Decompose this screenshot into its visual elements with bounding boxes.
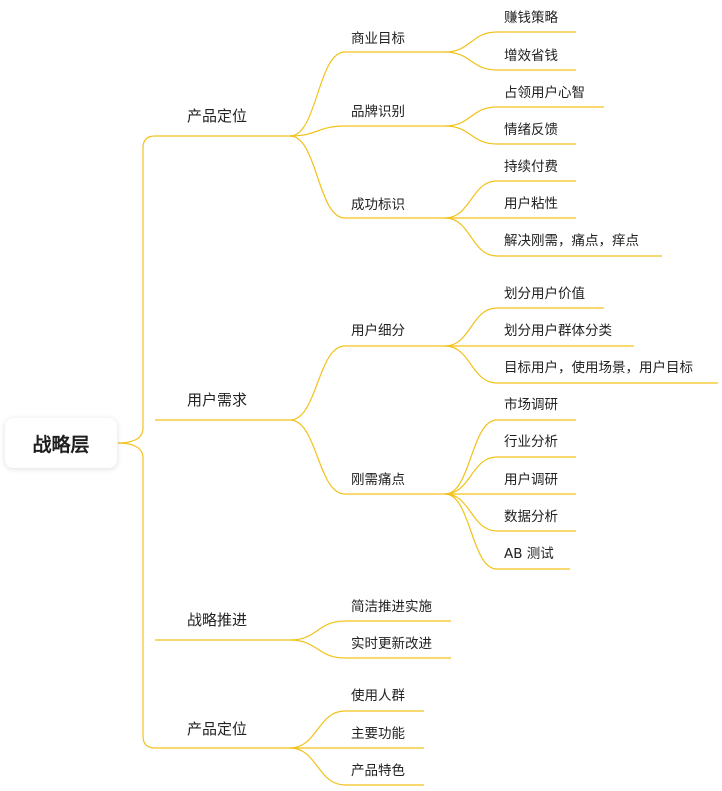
subtopic-connector [444, 493, 498, 532]
topic-connector [289, 125, 346, 137]
topic-label[interactable]: 用户细分 [351, 323, 405, 339]
subtopic-label[interactable]: 划分用户群体分类 [504, 323, 612, 339]
subtopic-label[interactable]: 占领用户心智 [504, 85, 585, 101]
topic-connector [289, 639, 346, 659]
topic-label[interactable]: 品牌识别 [351, 104, 405, 120]
branch-label[interactable]: 产品定位 [187, 107, 248, 125]
topic-label[interactable]: 刚需痛点 [351, 472, 405, 488]
subtopic-connector [444, 125, 498, 145]
topic-connector [289, 135, 346, 219]
subtopic-label[interactable]: 行业分析 [504, 434, 558, 450]
topic-connector [289, 51, 346, 137]
subtopic-label[interactable]: 赚钱策略 [504, 10, 558, 26]
subtopic-connector [444, 51, 498, 71]
subtopic-label[interactable]: 数据分析 [504, 509, 558, 525]
branch-label[interactable]: 战略推进 [187, 611, 248, 629]
root-bracket-lower [117, 442, 156, 749]
branch-label[interactable]: 产品定位 [187, 720, 248, 738]
subtopic-connector [444, 419, 498, 495]
subtopic-label[interactable]: 目标用户，使用场景，用户目标 [504, 360, 693, 376]
subtopic-label[interactable]: 用户粘性 [504, 196, 558, 212]
subtopic-label[interactable]: 用户调研 [504, 472, 558, 488]
topic-label[interactable]: 主要功能 [351, 726, 405, 742]
subtopic-label[interactable]: 市场调研 [504, 397, 558, 413]
topic-label[interactable]: 实时更新改进 [351, 636, 432, 652]
subtopic-connector [444, 217, 498, 257]
subtopic-label[interactable]: 划分用户价值 [504, 286, 585, 302]
subtopic-label[interactable]: 持续付费 [504, 159, 558, 175]
subtopic-label[interactable]: 情绪反馈 [504, 122, 558, 138]
subtopic-connector [444, 307, 498, 347]
subtopic-connector [444, 345, 498, 384]
subtopic-label[interactable]: 增效省钱 [504, 48, 558, 64]
subtopic-connector [444, 180, 498, 219]
topic-connector [289, 710, 346, 749]
root-node[interactable]: 战略层 [5, 418, 117, 468]
subtopic-connector [444, 106, 498, 127]
branch-label[interactable]: 用户需求 [187, 391, 248, 409]
subtopic-connector [444, 456, 498, 495]
subtopic-label[interactable]: 解决刚需，痛点，痒点 [504, 233, 639, 249]
topic-label[interactable]: 简洁推进实施 [351, 599, 432, 615]
root-label: 战略层 [32, 433, 90, 456]
subtopic-connector [444, 493, 498, 570]
topic-connector [289, 345, 346, 421]
subtopic-connector [444, 31, 498, 53]
topic-label[interactable]: 商业目标 [351, 31, 405, 47]
root-bracket-upper [117, 135, 156, 444]
topic-connector [289, 620, 346, 641]
topic-label[interactable]: 成功标识 [351, 197, 405, 213]
topic-label[interactable]: 产品特色 [351, 763, 405, 779]
subtopic-label[interactable]: AB 测试 [504, 546, 554, 562]
topic-connector [289, 419, 346, 495]
topic-connector [289, 747, 346, 786]
topic-label[interactable]: 使用人群 [351, 688, 405, 704]
